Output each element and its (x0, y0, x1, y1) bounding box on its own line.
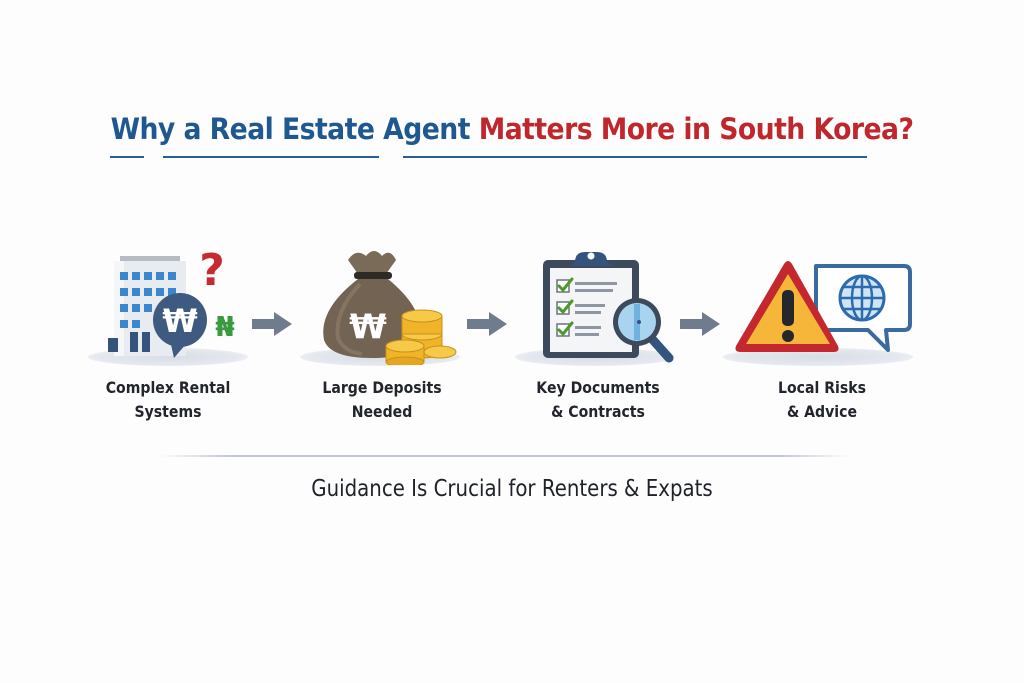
page-title: Why a Real Estate Agent Matters More in … (41, 112, 983, 146)
money-bag-coins-icon: ₩ (323, 251, 457, 365)
step-label-local-risks: Local Risks & Advice (777, 378, 866, 421)
title-red-part: Matters More in South Korea? (478, 112, 914, 146)
arrow-right-icon (252, 312, 292, 336)
step-label-complex-rental: Complex Rental Systems (105, 378, 231, 421)
building-won-question-icon: ₩ ? ₦ (108, 245, 235, 358)
warning-globe-bubble-icon (735, 261, 912, 352)
svg-text:₦: ₦ (215, 310, 234, 343)
divider (160, 455, 850, 457)
tagline: Guidance Is Crucial for Renters & Expats (311, 476, 713, 502)
svg-text:₩: ₩ (162, 302, 197, 340)
clipboard-magnifier-icon (543, 252, 674, 363)
shadow-ellipse (723, 348, 913, 366)
step-label-key-documents: Key Documents & Contracts (536, 378, 660, 421)
svg-text:₩: ₩ (349, 307, 387, 347)
title-underline (403, 156, 867, 158)
title-underline (163, 156, 379, 158)
arrow-right-icon (680, 312, 720, 336)
svg-text:?: ? (199, 245, 225, 296)
title-blue-part: Why a Real Estate Agent (110, 112, 479, 146)
step-label-large-deposits: Large Deposits Needed (322, 378, 442, 421)
arrow-right-icon (467, 312, 507, 336)
title-underline (110, 156, 144, 158)
